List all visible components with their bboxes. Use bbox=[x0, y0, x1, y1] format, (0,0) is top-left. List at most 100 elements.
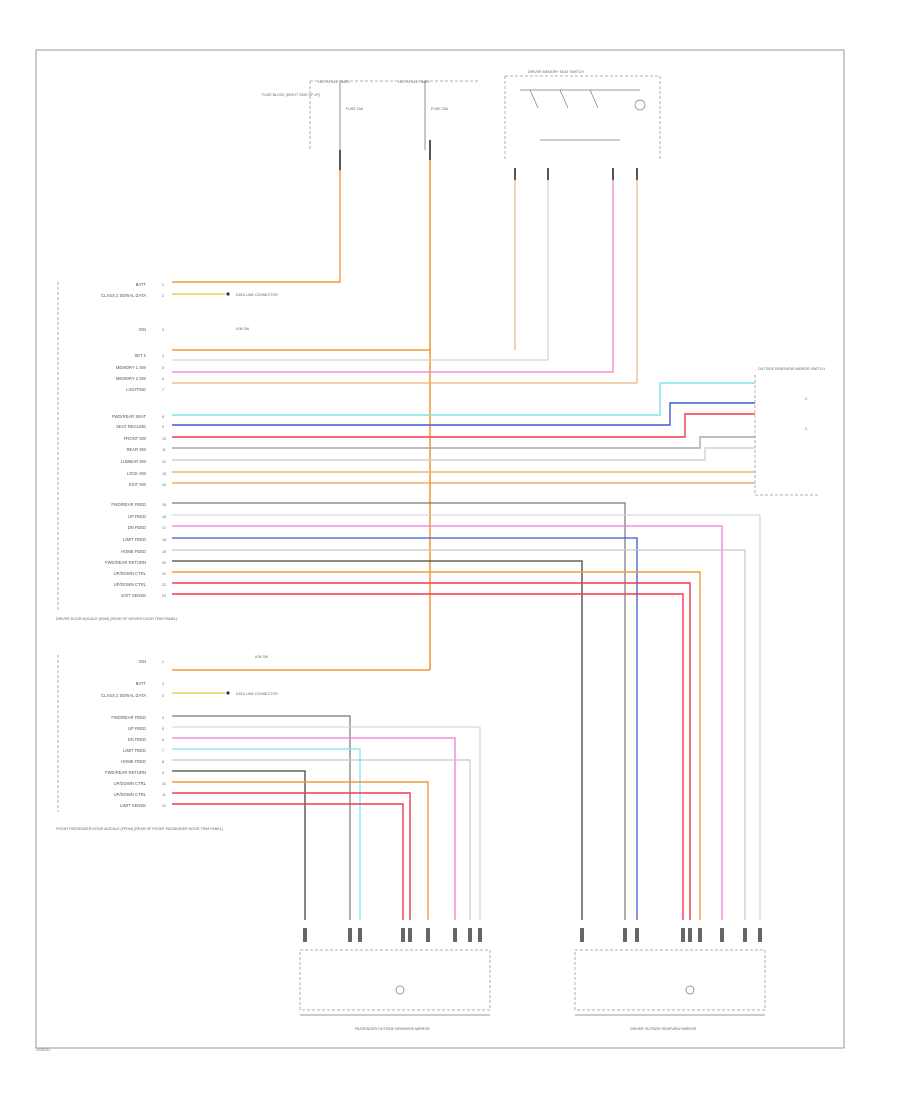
pin-stub-3 bbox=[401, 928, 405, 942]
pass-label-pin-11: 12 bbox=[162, 804, 166, 808]
pass-label-7: HOME FEED bbox=[121, 759, 146, 764]
driver-label-15: UP FEED bbox=[128, 514, 146, 519]
driver-label-pin-8: 9 bbox=[162, 425, 164, 429]
driver-label-12: LOCK SW bbox=[127, 471, 146, 476]
pass-label-pin-3: 4 bbox=[162, 716, 164, 720]
driver-label-20: UP/DOWN CTRL bbox=[114, 571, 147, 576]
driver-label-pin-13: 14 bbox=[162, 483, 166, 487]
pin-stub-17 bbox=[758, 928, 762, 942]
svg-text:X: X bbox=[805, 427, 808, 431]
driver-label-16: DN FEED bbox=[128, 525, 146, 530]
driver-label-19: FWD/REAR RETURN bbox=[105, 560, 146, 565]
pass-label-2: CLASS 2 SERIAL DATA bbox=[101, 693, 146, 698]
pin-stub-12 bbox=[681, 928, 685, 942]
driver-label-pin-19: 20 bbox=[162, 561, 166, 565]
pin-stub-11 bbox=[635, 928, 639, 942]
driver-label-pin-14: 15 bbox=[162, 503, 166, 507]
driver-feed-wires bbox=[172, 502, 761, 920]
svg-text:X: X bbox=[805, 397, 808, 401]
pass-label-pin-6: 7 bbox=[162, 749, 164, 753]
driver-label-pin-11: 12 bbox=[162, 460, 166, 464]
driver-label-pin-4: 5 bbox=[162, 366, 164, 370]
driver-label-pin-7: 8 bbox=[162, 415, 164, 419]
pass-label-11: LIMIT SENSE bbox=[120, 803, 146, 808]
driver-label-11: LUMBAR SW bbox=[121, 459, 146, 464]
driver-label-17: LIMIT FEED bbox=[123, 537, 146, 542]
pass-motor-label: PASSENGER OUTSIDE REARVIEW MIRROR bbox=[355, 1027, 430, 1031]
driver-label-0: BATT bbox=[136, 282, 147, 287]
driver-label-4: MEMORY 1 SW bbox=[116, 365, 146, 370]
fuse-block: HOT AT ALL TIMES HOT AT ALL TIMES FUSE B… bbox=[262, 80, 480, 150]
passenger-feed-wires bbox=[172, 715, 481, 920]
pin-stub-15 bbox=[720, 928, 724, 942]
driver-label-pin-16: 17 bbox=[162, 526, 166, 530]
pin-stub-8 bbox=[478, 928, 482, 942]
pass-label-pin-8: 9 bbox=[162, 771, 164, 775]
pass-label-6: LIMIT FEED bbox=[123, 748, 146, 753]
pass-label-1: BATT bbox=[136, 681, 147, 686]
top-vertical-wires bbox=[172, 140, 638, 671]
driver-label-pin-21: 22 bbox=[162, 583, 166, 587]
driver-label-5: MEMORY 2 SW bbox=[116, 376, 146, 381]
driver-label-2: IGN bbox=[139, 327, 146, 332]
pin-stub-6 bbox=[453, 928, 457, 942]
pin-stub-1 bbox=[348, 928, 352, 942]
diagram-code: G09031 bbox=[36, 1047, 51, 1052]
pass-label-pin-1: 2 bbox=[162, 682, 164, 686]
driver-label-21: UP/DOWN CTRL bbox=[114, 582, 147, 587]
driver-motor-label: DRIVER OUTSIDE REARVIEW MIRROR bbox=[630, 1027, 697, 1031]
pin-stub-9 bbox=[580, 928, 584, 942]
ign-note-label: IGN SW bbox=[236, 327, 250, 331]
fuse-block-note: FUSE BLOCK (RIGHT SIDE OF I/P) bbox=[262, 93, 320, 97]
fuse-right-label: HOT AT ALL TIMES bbox=[398, 80, 430, 84]
pass-label-pin-5: 6 bbox=[162, 738, 164, 742]
pin-stub-7 bbox=[468, 928, 472, 942]
splice-lower-label: DATA LINK CONNECTOR bbox=[236, 692, 278, 696]
passenger-module-label: FRONT PASSENGER DOOR MODULE (FPDM) (REAR… bbox=[56, 827, 223, 831]
driver-label-14: FWD/REAR FEED bbox=[111, 502, 146, 507]
pin-stub-13 bbox=[688, 928, 692, 942]
driver-label-pin-1: 2 bbox=[162, 294, 164, 298]
pass-label-9: UP/DOWN CTRL bbox=[114, 781, 147, 786]
driver-label-1: CLASS 2 SERIAL DATA bbox=[101, 293, 146, 298]
pass-label-10: UP/DOWN CTRL bbox=[114, 792, 147, 797]
pass-label-pin-7: 8 bbox=[162, 760, 164, 764]
driver-label-18: HOME FEED bbox=[121, 549, 146, 554]
pin-stub-4 bbox=[408, 928, 412, 942]
fuse-left-label: HOT AT ALL TIMES bbox=[318, 80, 350, 84]
driver-label-9: FRONT SW bbox=[124, 436, 146, 441]
pass-label-pin-2: 3 bbox=[162, 694, 164, 698]
pass-label-8: FWD/REAR RETURN bbox=[105, 770, 146, 775]
pin-stub-2 bbox=[358, 928, 362, 942]
fuse-a-label: FUSE 15A bbox=[346, 107, 364, 111]
upper-data-wires: DATA LINK CONNECTOR IGN SW bbox=[172, 292, 278, 331]
driver-label-pin-10: 11 bbox=[162, 448, 166, 452]
pin-stub-16 bbox=[743, 928, 747, 942]
driver-mirror-motor: DRIVER OUTSIDE REARVIEW MIRROR bbox=[574, 949, 766, 1031]
passenger-mirror-motor: PASSENGER OUTSIDE REARVIEW MIRROR bbox=[299, 949, 491, 1031]
pass-label-5: DN FEED bbox=[128, 737, 146, 742]
pin-stub-14 bbox=[698, 928, 702, 942]
pass-label-pin-4: 5 bbox=[162, 727, 164, 731]
pass-label-3: FWD/REAR FEED bbox=[111, 715, 146, 720]
mirror-switch-connector: OUTSIDE REARVIEW MIRROR SWITCH X X bbox=[754, 367, 825, 496]
ign-note-lower-label: IGN SW bbox=[255, 655, 269, 659]
mirror-switch-label: OUTSIDE REARVIEW MIRROR SWITCH bbox=[758, 367, 825, 371]
driver-label-pin-9: 10 bbox=[162, 437, 166, 441]
driver-label-8: SEAT RECLINE bbox=[116, 424, 146, 429]
driver-label-22: EXIT SENSE bbox=[121, 593, 146, 598]
pass-label-pin-0: 1 bbox=[162, 660, 164, 664]
driver-label-pin-22: 23 bbox=[162, 594, 166, 598]
driver-label-pin-3: 4 bbox=[162, 354, 164, 358]
diagram-frame bbox=[35, 49, 845, 1049]
driver-label-13: EXIT SW bbox=[129, 482, 146, 487]
pin-stub-0 bbox=[303, 928, 307, 942]
driver-label-pin-2: 3 bbox=[162, 328, 164, 332]
driver-label-pin-15: 16 bbox=[162, 515, 166, 519]
bottom-connector-pins bbox=[303, 928, 762, 942]
mirror-switch-wires bbox=[172, 382, 755, 484]
driver-label-pin-6: 7 bbox=[162, 388, 164, 392]
